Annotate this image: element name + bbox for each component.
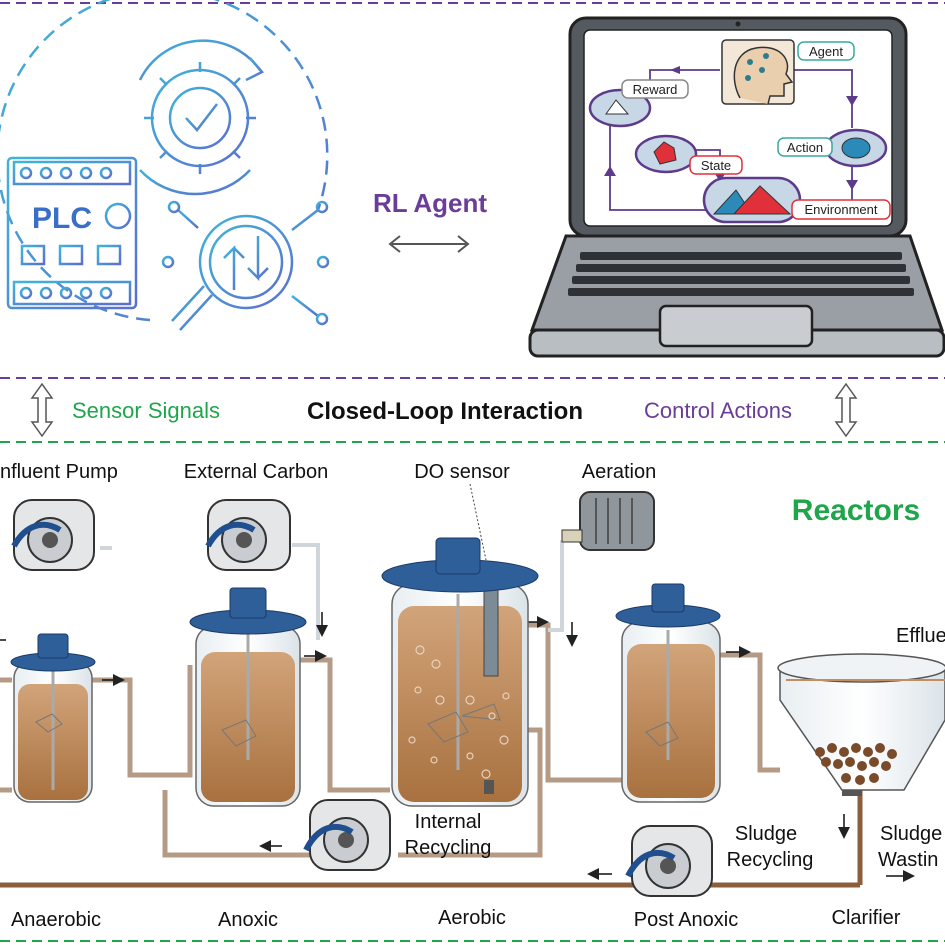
aerobic-reactor [381, 483, 539, 807]
aeration-label: Aeration [582, 461, 657, 483]
environment-node-icon [702, 176, 802, 224]
influent-pump-label: nfluent Pump [0, 461, 118, 483]
rl-agent-label: RL Agent [373, 188, 487, 218]
anaerobic-reactor [10, 633, 96, 803]
plc-label: PLC [32, 202, 92, 235]
svg-text:Agent: Agent [809, 44, 843, 59]
do-sensor-label: DO sensor [414, 461, 510, 483]
action-node-icon [824, 128, 888, 168]
anoxic-label: Anoxic [218, 909, 278, 931]
agent-tag: Agent [797, 41, 855, 61]
post-anoxic-reactor [615, 583, 721, 803]
aerobic-label: Aerobic [438, 907, 506, 929]
reactors-title: Reactors [792, 494, 920, 527]
svg-text:State: State [701, 158, 731, 173]
left-vertical-arrow-icon [30, 382, 54, 438]
flow-arrows [0, 612, 915, 882]
action-tag: Action [777, 137, 833, 157]
aeration-compressor-icon [561, 491, 655, 551]
rl-loop-diagram: Agent Reward Action State Environment [588, 39, 891, 224]
external-carbon-pump-icon [205, 499, 291, 571]
sludge-recycling-label-1: Sludge [735, 823, 797, 845]
control-actions-label: Control Actions [644, 398, 792, 423]
plc-controller-icon [0, 0, 330, 331]
reward-tag: Reward [621, 79, 689, 99]
sludge-recycling-label-2: Recycling [727, 849, 814, 871]
external-carbon-label: External Carbon [184, 461, 329, 483]
reward-node-icon [588, 88, 652, 128]
internal-recycling-label-2: Recycling [405, 837, 492, 859]
laptop-icon [528, 16, 945, 358]
sensor-signals-label: Sensor Signals [72, 398, 220, 423]
state-tag: State [689, 155, 743, 175]
anaerobic-label: Anaerobic [11, 909, 101, 931]
post-anoxic-label: Post Anoxic [634, 909, 739, 931]
anoxic-reactor [189, 587, 307, 807]
closed-loop-title: Closed-Loop Interaction [307, 398, 583, 425]
air-line [100, 540, 564, 640]
svg-text:Reward: Reward [633, 82, 678, 97]
state-node-icon [634, 134, 698, 174]
sludge-recycling-pump-icon [625, 825, 713, 897]
plc-module-icon [6, 156, 138, 310]
clarifier-tank [777, 653, 945, 796]
effluent-label: Efflue [896, 625, 945, 647]
sludge-wasting-label-1: Sludge [880, 823, 942, 845]
internal-recycling-pump-icon [303, 799, 391, 871]
clarifier-label: Clarifier [832, 907, 901, 929]
sludge-wasting-label-2: Wastin [878, 849, 938, 871]
gear-check-icon [144, 62, 256, 174]
bidirectional-arrow-icon [388, 235, 470, 253]
influent-pump-icon [11, 499, 95, 571]
internal-recycling-label-1: Internal [415, 811, 482, 833]
svg-text:Action: Action [787, 140, 823, 155]
agent-head-icon [721, 39, 795, 105]
environment-tag: Environment [791, 199, 891, 220]
svg-text:Environment: Environment [805, 202, 878, 217]
magnifier-updown-icon [161, 200, 330, 331]
right-vertical-arrow-icon [834, 382, 858, 438]
